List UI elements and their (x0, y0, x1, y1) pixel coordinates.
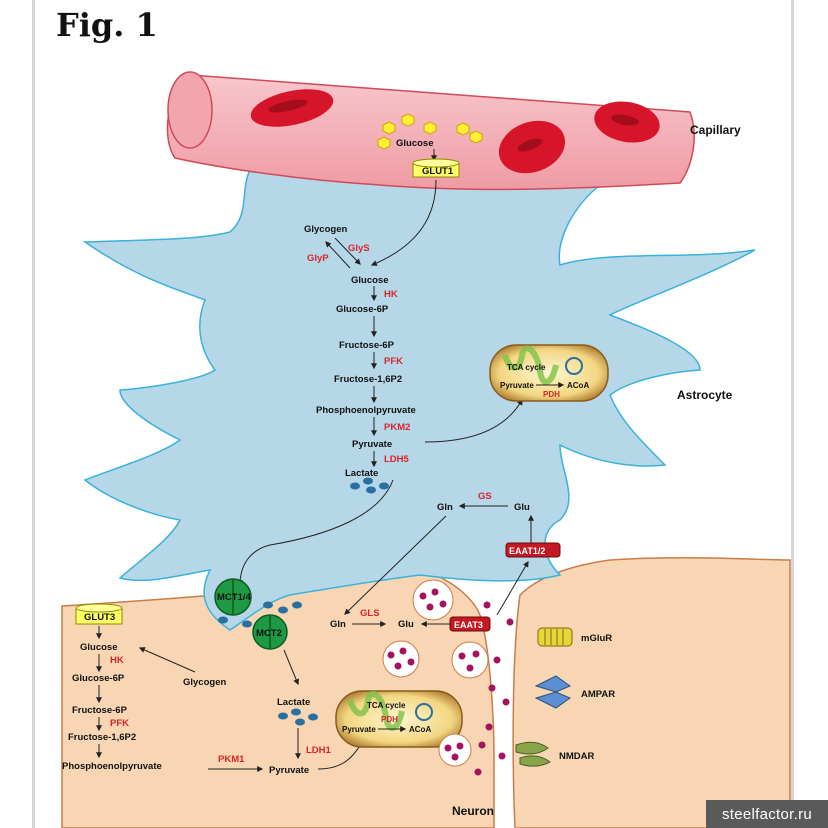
neuron-gls: GLS (360, 608, 380, 619)
glucose-molecules (377, 113, 483, 150)
astro-mito-tca: TCA cycle (507, 363, 546, 372)
neuron-step-f16p2: Fructose-1,6P2 (68, 732, 136, 743)
neuron-label: Neuron (452, 804, 494, 818)
neuron-step-f6p: Fructose-6P (72, 705, 128, 716)
astro-gln: Gln (437, 502, 453, 513)
mglur-receptor-icon (537, 627, 573, 647)
neuron-glu: Glu (398, 619, 414, 630)
ampar-receptor-icon (534, 675, 572, 709)
neuron-pyruvate: Pyruvate (269, 765, 309, 776)
right-border (791, 0, 794, 828)
astro-step-g6p: Glucose-6P (336, 304, 389, 315)
mct14-label: MCT1/4 (217, 592, 252, 603)
extracellular-lactate-dots (218, 601, 302, 628)
eaat12-label: EAAT1/2 (509, 546, 545, 556)
astro-step-pyruvate: Pyruvate (352, 439, 392, 450)
ampar-label: AMPAR (581, 689, 615, 700)
neuron-hk: HK (110, 655, 124, 666)
astro-mito-pyruvate: Pyruvate (500, 381, 534, 390)
neuron-mito-tca: TCA cycle (367, 701, 406, 710)
nmdar-receptor-icon (515, 741, 551, 767)
astro-step-glucose: Glucose (351, 275, 389, 286)
eaat3-label: EAAT3 (454, 620, 483, 630)
neuron-step-g6p: Glucose-6P (72, 673, 125, 684)
astro-step-lactate: Lactate (345, 468, 378, 479)
neuron-pkm1: PKM1 (218, 754, 245, 765)
capillary-glucose-label: Glucose (396, 138, 434, 149)
eaat3-transporter: EAAT3 (449, 616, 491, 632)
neuron-gln: Gln (330, 619, 346, 630)
neuron-mito-acoa: ACoA (409, 725, 431, 734)
glut3-transporter: GLUT3 (75, 603, 123, 625)
astro-mito-acoa: ACoA (567, 381, 589, 390)
astro-step-pep: Phosphoenolpyruvate (316, 405, 416, 416)
neuron-lactate-dots (278, 708, 318, 726)
neuron-mito-pdh: PDH (381, 715, 398, 724)
eaat12-transporter: EAAT1/2 (505, 542, 561, 558)
nmdar-label: NMDAR (559, 751, 594, 762)
neuron-mito-pyruvate: Pyruvate (342, 725, 376, 734)
astro-mito-pdh: PDH (543, 390, 560, 399)
astro-mitochondrion: TCA cycle Pyruvate ACoA PDH (489, 344, 609, 402)
astro-ldh5: LDH5 (384, 454, 410, 465)
mct14-transporter: MCT1/4 (214, 578, 252, 616)
astro-gs: GS (478, 491, 492, 502)
astro-glu: Glu (514, 502, 530, 513)
neuron-ldh1: LDH1 (306, 745, 332, 756)
neuron-glycogen: Glycogen (183, 677, 226, 688)
neuron-step-pep: Phosphoenolpyruvate (62, 761, 162, 772)
figure-title: Fig. 1 (56, 6, 158, 44)
neuron-step-glucose: Glucose (80, 642, 118, 653)
astro-pfk: PFK (384, 356, 403, 367)
capillary-label: Capillary (690, 123, 741, 137)
astro-glyp: GlyP (307, 253, 329, 264)
astro-step-f16p2: Fructose-1,6P2 (334, 374, 402, 385)
left-border (32, 0, 35, 828)
astro-lactate-dots (350, 477, 389, 494)
astro-hk: HK (384, 289, 398, 300)
mct2-transporter: MCT2 (252, 614, 288, 650)
astrocyte-body (82, 167, 756, 631)
astro-glys: GlyS (348, 243, 370, 254)
mglur-label: mGluR (581, 633, 612, 644)
astro-pkm2: PKM2 (384, 422, 410, 433)
watermark: steelfactor.ru (706, 800, 828, 828)
synaptic-vesicles (382, 579, 489, 767)
neuron-mitochondrion: TCA cycle Pyruvate ACoA PDH (335, 690, 463, 748)
glut1-label: GLUT1 (422, 166, 454, 177)
glut3-label: GLUT3 (84, 612, 115, 623)
astro-step-f6p: Fructose-6P (339, 340, 395, 351)
astrocyte-label: Astrocyte (677, 388, 733, 402)
glut1-transporter: GLUT1 (412, 158, 460, 178)
astro-glycogen: Glycogen (304, 224, 347, 235)
neuron-lactate: Lactate (277, 697, 310, 708)
neuron-pfk: PFK (110, 718, 129, 729)
glutamate-dots (387, 588, 514, 776)
mct2-label: MCT2 (256, 628, 282, 639)
postsynaptic-neuron (512, 557, 791, 828)
